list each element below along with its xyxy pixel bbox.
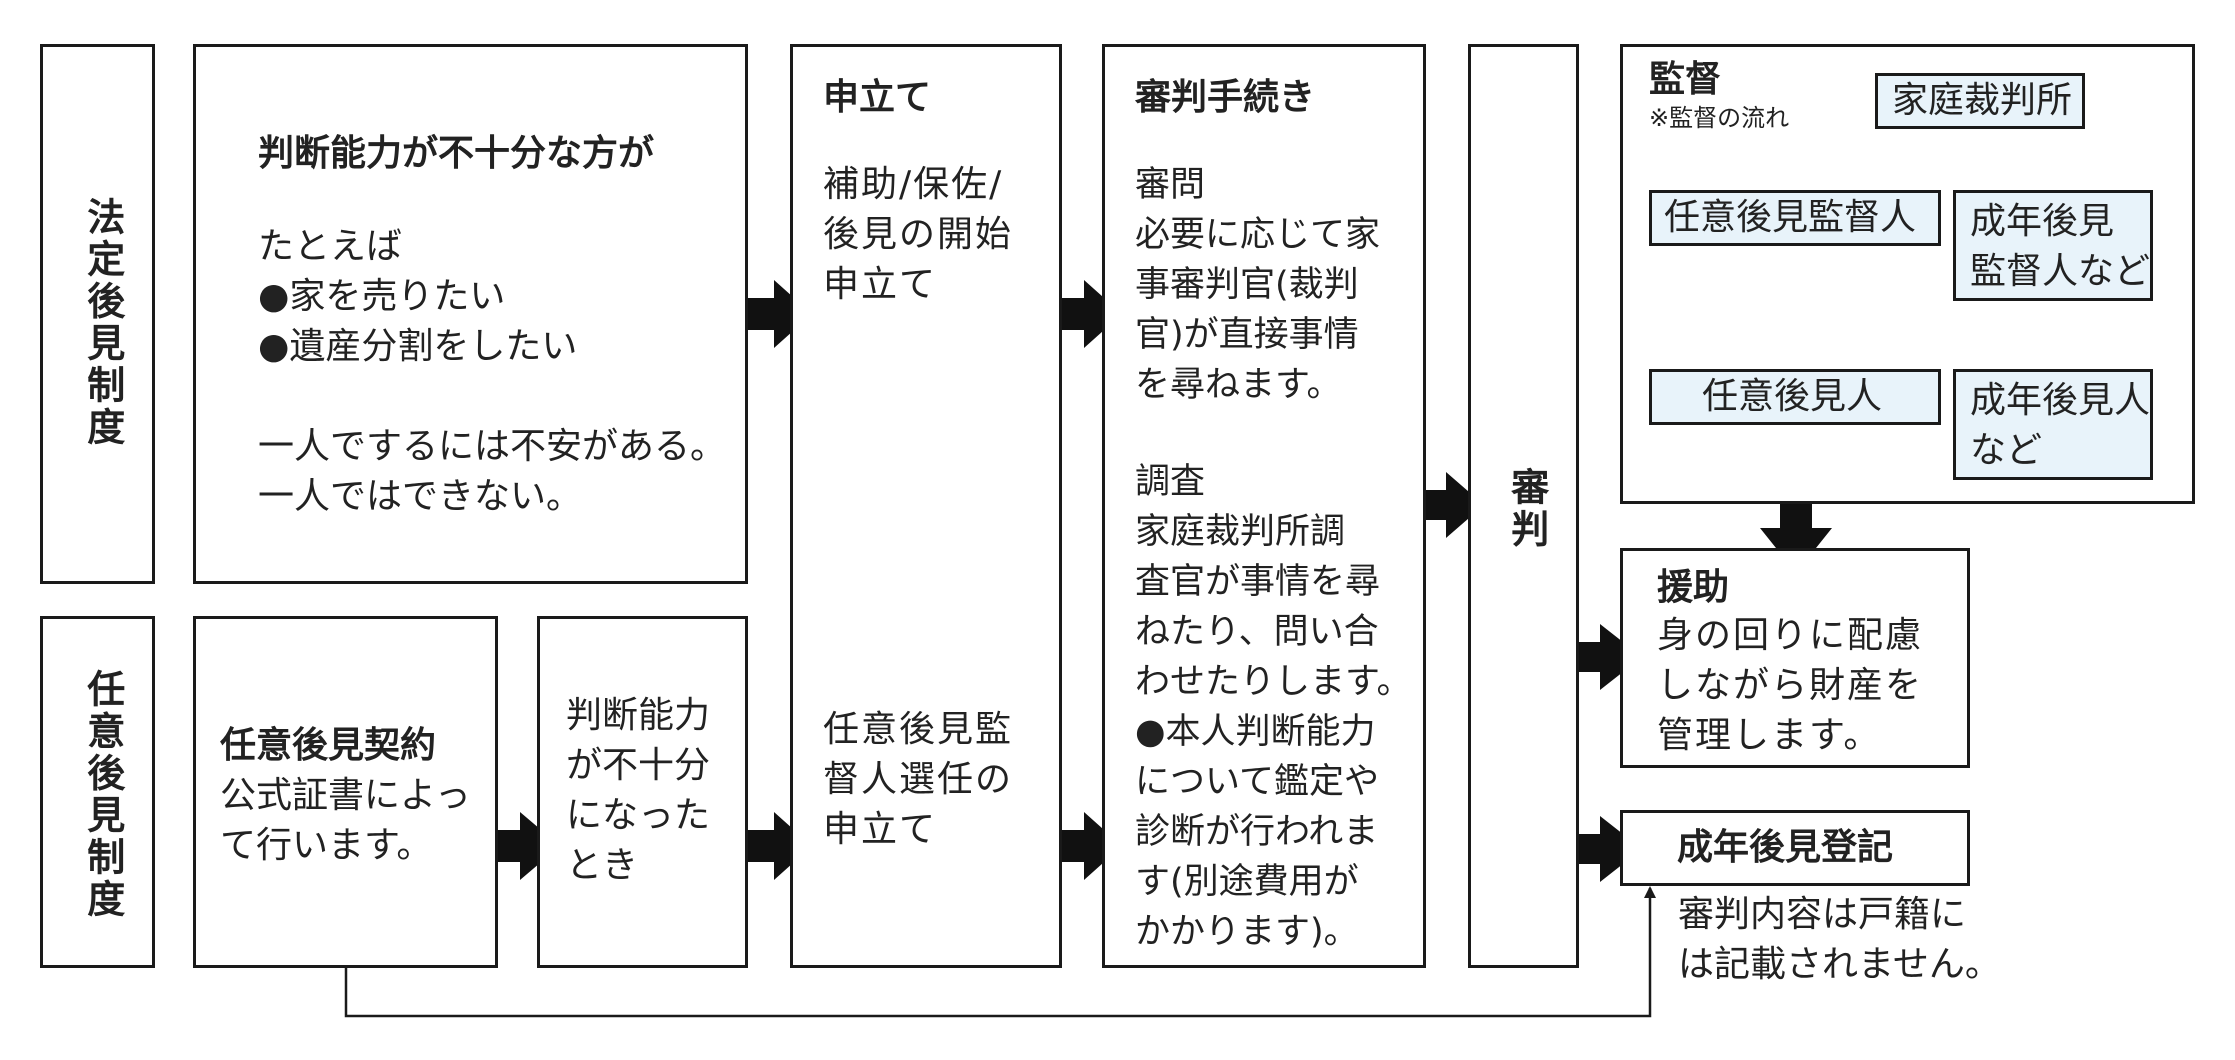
voluntary-supervisor-box: 任意後見監督人 bbox=[1649, 190, 1941, 246]
registration-note: 審判内容は戸籍に は記載されません。 bbox=[1678, 894, 2001, 985]
procedure-box: 審判手続き 審問 必要に応じて家 事審判官(裁判 官)が直接事情 を尋ねます。 … bbox=[1102, 44, 1426, 968]
voluntary-supervisor-label: 任意後見監督人 bbox=[1664, 197, 1917, 238]
insufficient-capacity-text: 判断能力 が不十分 になった とき bbox=[566, 695, 711, 886]
supervision-box: 監督 ※監督の流れ 家庭裁判所 任意後見監督人 成年後見 監督人など 任意後見人… bbox=[1620, 44, 2195, 504]
adult-supervisor-label: 成年後見 監督人など bbox=[1970, 201, 2151, 292]
assistance-body: 身の回りに配慮 しながら財産を 管理します。 bbox=[1657, 615, 1924, 756]
petition-voluntary-text: 任意後見監 督人選任の 申立て bbox=[823, 709, 1014, 850]
legal-guardianship-label: 法定後見制度 bbox=[80, 197, 125, 449]
adult-guardian-box: 成年後見人 など bbox=[1953, 369, 2153, 480]
adult-guardian-label: 成年後見人 など bbox=[1970, 380, 2151, 471]
legal-need-box: 判断能力が不十分な方が たとえば ●家を売りたい ●遺産分割をしたい 一人でする… bbox=[193, 44, 748, 584]
supervision-title: 監督 bbox=[1649, 59, 1722, 100]
petition-legal-text: 補助/保佐/ 後見の開始 申立て bbox=[823, 164, 1014, 305]
legal-need-title: 判断能力が不十分な方が bbox=[258, 133, 655, 174]
judgment-label: 審判 bbox=[1504, 467, 1549, 551]
contract-to-registration-line bbox=[344, 886, 1656, 1018]
flow-arrow-judgment-to-assistance bbox=[1552, 624, 1642, 690]
adult-supervisor-box: 成年後見 監督人など bbox=[1953, 190, 2153, 301]
legal-need-body: たとえば ●家を売りたい ●遺産分割をしたい 一人でするには不安がある。 一人で… bbox=[258, 226, 727, 517]
insufficient-capacity-box: 判断能力 が不十分 になった とき bbox=[537, 616, 748, 968]
procedure-title: 審判手続き bbox=[1135, 77, 1316, 118]
voluntary-contract-body: 公式証書によっ て行います。 bbox=[220, 775, 471, 866]
procedure-inquiry-text: 審問 必要に応じて家 事審判官(裁判 官)が直接事情 を尋ねます。 bbox=[1135, 165, 1381, 405]
petition-box: 申立て 補助/保佐/ 後見の開始 申立て 任意後見監 督人選任の 申立て bbox=[790, 44, 1062, 968]
family-court-box: 家庭裁判所 bbox=[1875, 73, 2085, 129]
voluntary-guardianship-label: 任意後見制度 bbox=[80, 669, 125, 921]
assistance-title: 援助 bbox=[1657, 567, 1730, 608]
flow-arrow-supervision-to-assistance bbox=[1760, 484, 1832, 573]
procedure-investigation-text: 調査 家庭裁判所調 査官が事情を尋 ねたり、問い合 わせたりします。 ●本人判断… bbox=[1135, 462, 1412, 952]
flow-arrow-judgment-to-registration bbox=[1552, 816, 1642, 882]
voluntary-guardian-label: 任意後見人 bbox=[1702, 376, 1883, 417]
assistance-box: 援助 身の回りに配慮 しながら財産を 管理します。 bbox=[1620, 548, 1970, 768]
petition-title: 申立て bbox=[823, 77, 932, 118]
judgment-box: 審判 bbox=[1468, 44, 1579, 968]
supervision-note: ※監督の流れ bbox=[1649, 104, 1790, 132]
flow-arrow-procedure-to-judgment bbox=[1400, 472, 1484, 538]
registration-title: 成年後見登記 bbox=[1677, 827, 1894, 868]
voluntary-contract-box: 任意後見契約 公式証書によっ て行います。 bbox=[193, 616, 498, 968]
voluntary-guardianship-category-box: 任意後見制度 bbox=[40, 616, 155, 968]
voluntary-contract-title: 任意後見契約 bbox=[220, 725, 437, 766]
flow-arrow-petition-to-procedure-voluntary bbox=[1036, 812, 1122, 880]
voluntary-guardian-box: 任意後見人 bbox=[1649, 369, 1941, 425]
flow-arrow-petition-to-procedure-legal bbox=[1036, 280, 1122, 348]
legal-guardianship-category-box: 法定後見制度 bbox=[40, 44, 155, 584]
registration-box: 成年後見登記 bbox=[1620, 810, 1970, 886]
family-court-label: 家庭裁判所 bbox=[1892, 80, 2073, 121]
